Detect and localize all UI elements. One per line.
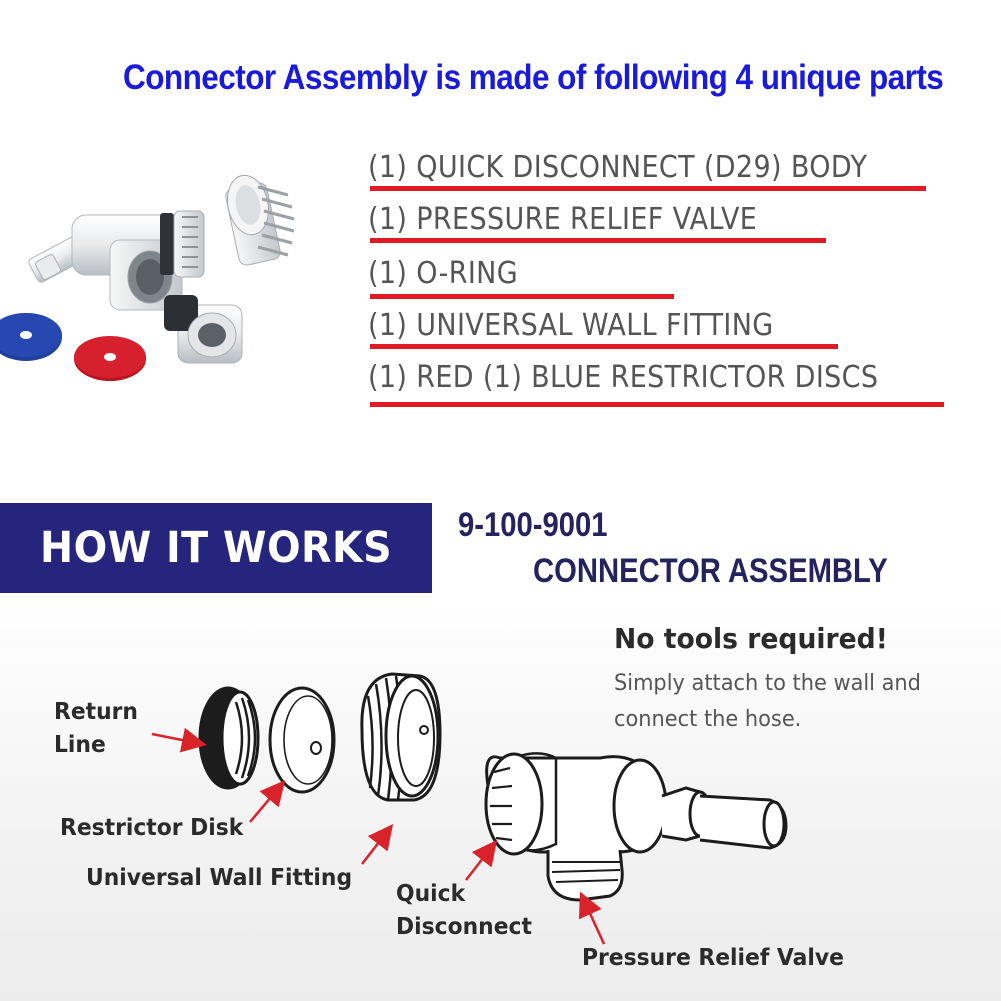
part-item-universal-wall-fitting: (1) UNIVERSAL WALL FITTING: [368, 308, 838, 349]
part-item-pressure-relief-valve: (1) PRESSURE RELIEF VALVE: [368, 202, 826, 243]
part-item-restrictor-discs: (1) RED (1) BLUE RESTRICTOR DISCS: [368, 360, 944, 407]
model-name: CONNECTOR ASSEMBLY: [533, 552, 888, 590]
part-label: (1) UNIVERSAL WALL FITTING: [368, 308, 774, 343]
arrow-quick-disconnect: [465, 840, 498, 881]
connector-exploded-diagram-icon: [151, 672, 788, 945]
callout-line: Pressure Relief Valve: [582, 945, 844, 971]
callout-quick-disconnect: Quick Disconnect: [396, 878, 532, 944]
return-line-part-icon: [198, 686, 260, 790]
red-underline: [370, 238, 826, 243]
callout-line: Universal Wall Fitting: [86, 865, 353, 891]
callout-line: Restrictor Disk: [60, 815, 244, 841]
arrow-restrictor-disk: [249, 780, 286, 823]
arrow-pressure-relief-valve: [578, 891, 606, 945]
callout-line: Disconnect: [396, 914, 532, 940]
part-label: (1) RED (1) BLUE RESTRICTOR DISCS: [368, 360, 879, 395]
headline: Connector Assembly is made of following …: [122, 58, 944, 97]
quick-disconnect-part-icon: [484, 752, 788, 856]
part-label: (1) PRESSURE RELIEF VALVE: [368, 202, 758, 237]
how-it-works-banner: HOW IT WORKS: [0, 503, 432, 593]
arrow-universal-wall-fitting: [361, 824, 394, 865]
callout-restrictor-disk: Restrictor Disk: [60, 812, 243, 845]
pressure-relief-valve-icon: [164, 295, 243, 364]
part-label: (1) O-RING: [368, 256, 519, 291]
red-restrictor-disc-icon: [74, 336, 146, 381]
restrictor-disk-part-icon: [268, 686, 336, 794]
callout-pressure-relief-valve: Pressure Relief Valve: [582, 942, 844, 975]
callout-universal-wall-fitting: Universal Wall Fitting: [86, 862, 352, 895]
universal-wall-fitting-part-icon: [360, 672, 442, 802]
red-underline: [370, 402, 944, 407]
red-underline: [370, 294, 674, 299]
blue-restrictor-disc-icon: [0, 313, 62, 361]
part-item-o-ring: (1) O-RING: [368, 256, 674, 299]
universal-wall-fitting-icon: [225, 174, 295, 266]
part-label: (1) QUICK DISCONNECT (D29) BODY: [368, 150, 868, 185]
pressure-relief-valve-part-icon: [546, 849, 624, 902]
part-item-quick-disconnect: (1) QUICK DISCONNECT (D29) BODY: [368, 150, 926, 191]
arrow-return-line: [151, 727, 207, 753]
callout-return-line: Return Line: [54, 696, 138, 762]
quick-disconnect-body-icon: [71, 210, 205, 311]
model-number: 9-100-9001: [458, 506, 608, 544]
red-underline: [370, 344, 838, 349]
connector-assembly-photo-icon: [0, 174, 295, 381]
description-line-1: Simply attach to the wall and: [614, 671, 921, 696]
no-tools-heading: No tools required!: [614, 622, 888, 655]
banner-title: HOW IT WORKS: [40, 523, 393, 573]
red-underline: [370, 186, 926, 191]
description-line-2: connect the hose.: [614, 707, 802, 732]
callout-line: Line: [54, 732, 106, 758]
callout-line: Quick: [396, 881, 466, 907]
no-tools-description: Simply attach to the wall and connect th…: [614, 666, 966, 738]
callout-line: Return: [54, 699, 138, 725]
